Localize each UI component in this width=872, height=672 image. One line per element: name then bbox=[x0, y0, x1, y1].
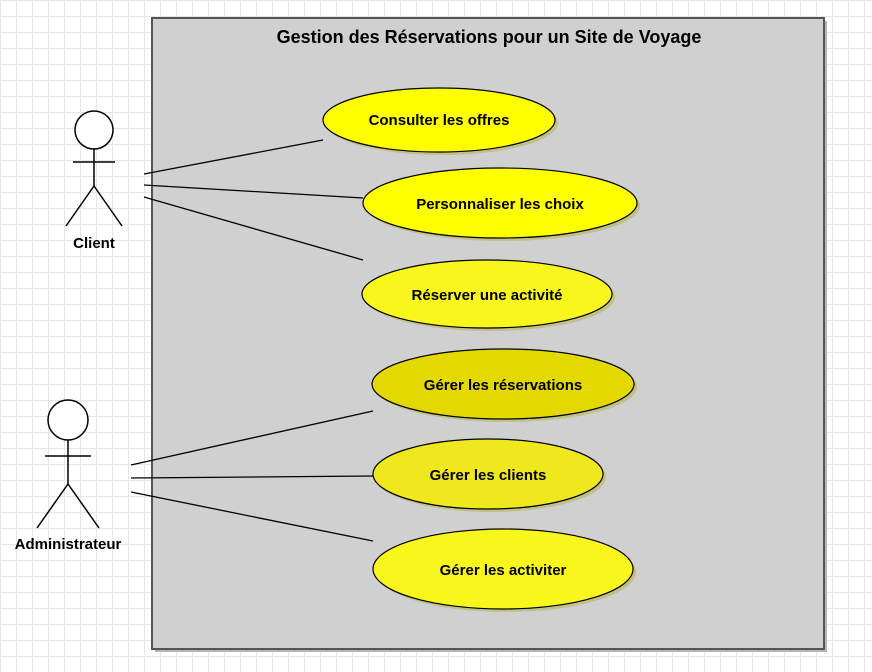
use-case-label: Gérer les clients bbox=[430, 467, 547, 484]
use-case-ellipse bbox=[372, 528, 634, 610]
use-case-ellipse bbox=[372, 438, 604, 510]
association-admin-clients[interactable] bbox=[130, 475, 374, 479]
actor-label-administrateur: Administrateur bbox=[15, 536, 122, 553]
use-case-consulter-offres[interactable]: Consulter les offres bbox=[322, 87, 558, 155]
actor-right-leg bbox=[93, 185, 123, 227]
use-case-ellipse bbox=[362, 167, 638, 239]
actor-left-leg bbox=[65, 185, 95, 227]
actor-head-icon bbox=[74, 110, 114, 150]
use-case-ellipse bbox=[322, 87, 556, 153]
use-case-reserver-activite[interactable]: Réserver une activité bbox=[361, 259, 615, 331]
actor-administrateur[interactable] bbox=[36, 399, 100, 529]
actor-head-icon bbox=[47, 399, 89, 441]
association-admin-activiter[interactable] bbox=[130, 491, 374, 542]
association-client-consulter[interactable] bbox=[143, 139, 324, 175]
use-case-ellipse bbox=[371, 348, 635, 420]
system-title: Gestion des Réservations pour un Site de… bbox=[277, 27, 702, 47]
use-case-personnaliser-choix[interactable]: Personnaliser les choix bbox=[362, 167, 640, 241]
use-case-gerer-activiter[interactable]: Gérer les activiter bbox=[372, 528, 636, 612]
association-client-personnaliser[interactable] bbox=[143, 184, 364, 199]
use-case-label: Gérer les activiter bbox=[440, 562, 567, 579]
use-case-gerer-reservations[interactable]: Gérer les réservations bbox=[371, 348, 637, 422]
association-client-reserver[interactable] bbox=[143, 196, 364, 261]
actor-left-leg bbox=[36, 483, 69, 529]
associations bbox=[130, 139, 374, 542]
use-case-ellipse bbox=[361, 259, 613, 329]
use-case-label: Réserver une activité bbox=[412, 287, 563, 304]
use-case-label: Consulter les offres bbox=[369, 112, 510, 129]
actor-client[interactable] bbox=[65, 110, 123, 227]
actor-right-leg bbox=[67, 483, 100, 529]
use-case-label: Personnaliser les choix bbox=[416, 196, 584, 213]
use-case-label: Gérer les réservations bbox=[424, 377, 582, 394]
association-admin-reservations[interactable] bbox=[130, 410, 374, 466]
use-case-gerer-clients[interactable]: Gérer les clients bbox=[372, 438, 606, 512]
actor-label-client: Client bbox=[73, 235, 115, 252]
